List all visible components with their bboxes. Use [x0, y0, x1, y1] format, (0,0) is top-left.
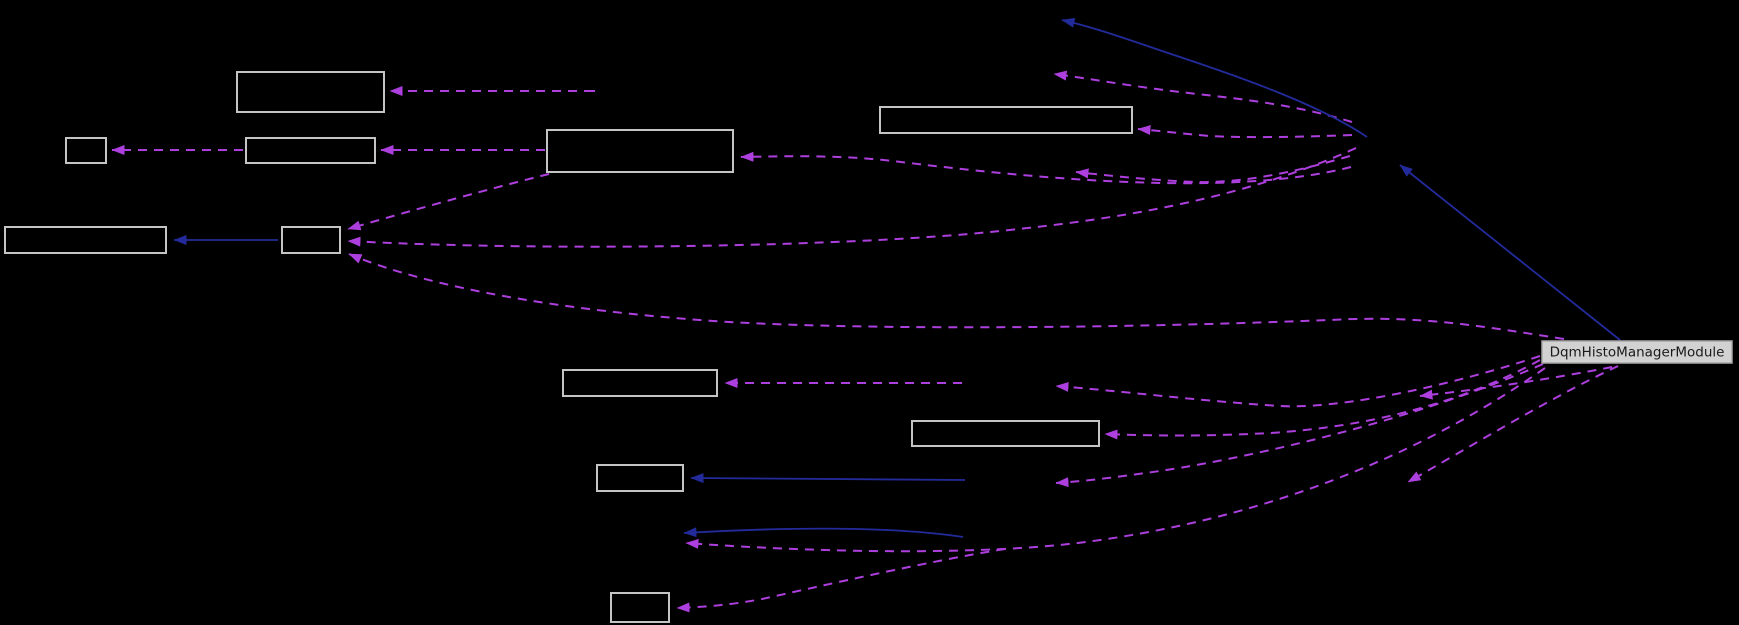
- node-wide-top-right[interactable]: [879, 106, 1133, 134]
- node-center-upper[interactable]: [546, 129, 734, 173]
- node-center-lower[interactable]: [562, 369, 718, 397]
- edge-hub-to-ghost-1: [1055, 355, 1541, 408]
- edge-hub-to-small-mid-swoop: [348, 253, 1565, 340]
- edge-to-small-lower-blue: [690, 473, 966, 484]
- edge-center-upper-to-small-mid: [347, 173, 550, 231]
- edge-blue-curve-top: [1061, 17, 1368, 138]
- node-wide-left[interactable]: [4, 226, 167, 254]
- node-small-mid-left[interactable]: [281, 226, 341, 254]
- edge-fan-to-small-mid: [347, 147, 1357, 248]
- node-top-left[interactable]: [236, 71, 385, 113]
- node-left-row2[interactable]: [245, 137, 376, 164]
- edge-fan-to-center-upper: [740, 151, 1352, 185]
- node-small-far-left[interactable]: [65, 137, 107, 164]
- edge-hub-stub-upper: [1419, 366, 1613, 400]
- edge-hub-to-ghost-3: [685, 367, 1546, 553]
- node-small-lower[interactable]: [596, 464, 684, 492]
- edge-fan-upper-left: [1053, 70, 1353, 123]
- edge-fan-to-wide-top-right: [1137, 125, 1353, 139]
- edge-fan-mid-left: [1075, 155, 1351, 184]
- edge-hub-stub-lower: [1407, 365, 1619, 483]
- edge-hub-to-wide-mid-right: [1104, 359, 1541, 440]
- edge-hub-to-fan-blue: [1399, 164, 1621, 341]
- node-small-bottom[interactable]: [610, 592, 670, 623]
- edge-hub-to-ghost-2: [1055, 363, 1544, 488]
- edge-blue-low-curve: [683, 527, 964, 538]
- node-wide-mid-right[interactable]: [911, 420, 1100, 447]
- hub-node-label: DqmHistoManagerModule: [1550, 345, 1725, 361]
- edge-to-small-bottom: [676, 548, 1006, 613]
- hub-node-box[interactable]: [1541, 340, 1733, 364]
